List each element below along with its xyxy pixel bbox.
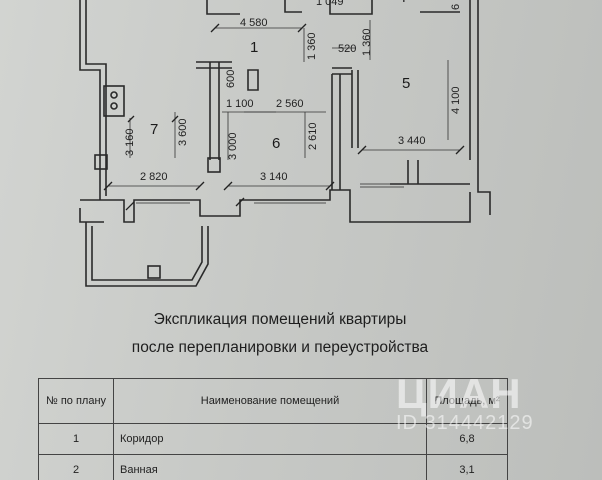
room-label-6: 6 (272, 135, 281, 152)
dim-3440: 3 440 (398, 135, 426, 147)
wall-top-mid (284, 0, 302, 13)
row-number: 1 (38, 423, 114, 455)
dim-1049: 1 049 (316, 0, 344, 8)
room-label-1: 1 (250, 39, 259, 56)
wall-room6-left (209, 62, 220, 160)
dim-2610: 2 610 (307, 122, 319, 150)
wall-room6-top (196, 61, 232, 69)
dim-3140: 3 140 (260, 171, 288, 183)
wall-top-right (329, 0, 373, 15)
dim-3600: 3 600 (177, 118, 189, 146)
row-name: Коридор (113, 423, 427, 455)
room-label-7: 7 (150, 121, 159, 138)
table-row: 1 Коридор 6,8 (38, 423, 508, 455)
dim-3160: 3 160 (124, 128, 136, 156)
floor-plan (79, 0, 491, 287)
dim-2560: 2 560 (276, 98, 304, 110)
wall-bottom (80, 189, 471, 223)
dim-1100: 1 100 (226, 98, 254, 110)
dim-600: 600 (225, 69, 237, 88)
dim-4580: 4 580 (240, 17, 268, 29)
row-area: 3,1 (426, 454, 508, 480)
explication-title-line1: Экспликация помещений квартиры (153, 311, 407, 328)
table-row: 2 Ванная 3,1 (38, 454, 508, 480)
row-area: 6,8 (426, 423, 508, 455)
wall-bottom-outer (79, 208, 104, 223)
dim-1360-right: 1 360 (361, 28, 373, 56)
wall-room5-left (351, 70, 359, 148)
room-label-5: 5 (402, 75, 411, 92)
table-header-row: № по плану Наименование помещений Площад… (38, 378, 508, 424)
vent-shaft-6 (207, 157, 221, 173)
row-number: 2 (38, 454, 114, 480)
header-name: Наименование помещений (113, 378, 427, 424)
kitchen-stove (103, 85, 125, 117)
wall-balcony-step (390, 160, 470, 185)
balcony (85, 222, 209, 287)
dim-2820: 2 820 (140, 171, 168, 183)
row-name: Ванная (113, 454, 427, 480)
dim-1360-left: 1 360 (306, 32, 318, 60)
dim-6: 6 (450, 3, 462, 10)
wall-top-left (206, 0, 240, 15)
wall-entry (247, 69, 259, 91)
dim-4100: 4 100 (450, 86, 462, 114)
vent-shaft-7 (94, 154, 108, 170)
window-7 (136, 199, 190, 204)
header-number: № по плану (38, 378, 114, 424)
wall-outer-left-inner (85, 0, 107, 196)
room-label-4: 4 (398, 0, 406, 5)
wall-room6-right (331, 74, 341, 190)
window-5 (360, 183, 404, 188)
header-area: Площадь, м² (426, 378, 508, 424)
balcony-inner (91, 226, 203, 281)
wall-outer-left (79, 0, 101, 200)
wall-outer-right (477, 0, 491, 215)
radiator (147, 265, 161, 279)
explication-table: № по плану Наименование помещений Площад… (38, 378, 508, 480)
dim-3000: 3 000 (227, 132, 239, 160)
wall-room5-top (332, 67, 352, 75)
window-6 (254, 199, 326, 204)
dim-520: 520 (338, 43, 357, 55)
explication-title-line2: после перепланировки и переустройства (131, 339, 429, 356)
